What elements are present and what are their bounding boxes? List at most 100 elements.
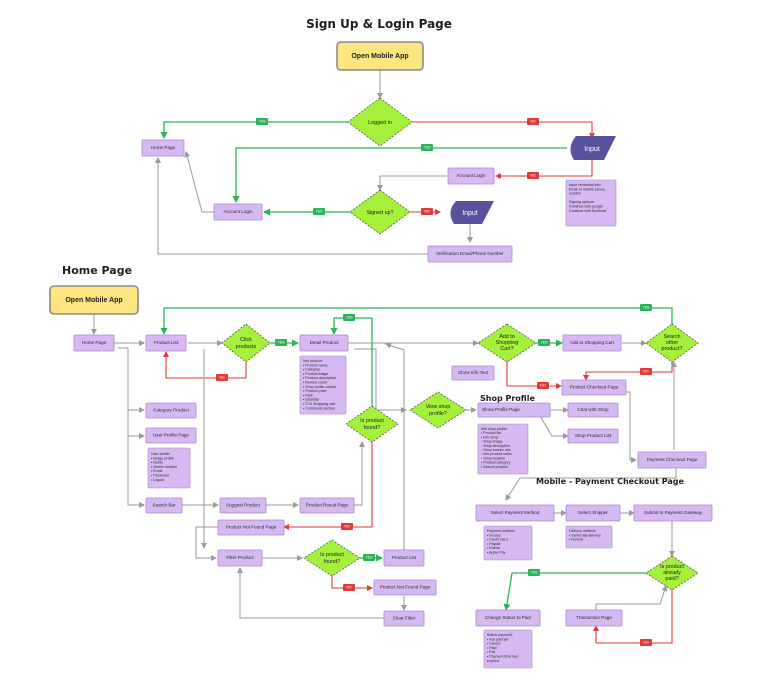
note-line: Input credential info:: [569, 183, 601, 187]
no-label: NO: [341, 523, 353, 530]
svg-text:YES: YES: [365, 555, 373, 559]
svg-text:Signed up?: Signed up?: [366, 210, 393, 216]
note-line: • Paypal: [487, 542, 500, 546]
svg-text:Search Bar: Search Bar: [153, 503, 176, 508]
detail-product-node[interactable]: Detail Product: [299, 334, 349, 352]
note-line: Signing options:: [569, 200, 595, 204]
delivery-method-note: Delivery method:• Same day delivery• Nor…: [565, 525, 613, 549]
svg-text:Show Profile Page: Show Profile Page: [482, 407, 520, 412]
svg-text:Add to Shopping Cart: Add to Shopping Cart: [570, 340, 615, 345]
svg-text:NO: NO: [530, 119, 536, 123]
add-to-cart-node[interactable]: Add to Shopping Cart: [562, 334, 622, 352]
product-list-node[interactable]: Product List: [145, 334, 187, 352]
svg-text:Product Checkout Page: Product Checkout Page: [570, 385, 619, 390]
submit-gateway-node[interactable]: Submit to Payment Gateway: [633, 504, 713, 522]
payment-checkout-node[interactable]: Payment Checkout Page: [637, 451, 707, 469]
note-line: Email or mobile phone: [569, 187, 605, 191]
note-line: • Product list: [481, 431, 501, 435]
svg-text:NO: NO: [346, 585, 352, 589]
svg-text:Search: Search: [663, 334, 680, 340]
svg-text:YES: YES: [540, 340, 548, 344]
change-status-node[interactable]: Change Status to Paid: [475, 609, 541, 627]
transaction-page-node[interactable]: Transaction Page: [565, 609, 623, 627]
home-page-node[interactable]: Home Page: [141, 139, 185, 157]
account-login-node[interactable]: Account Login: [447, 167, 495, 185]
account-login-node[interactable]: Account Login: [213, 203, 263, 221]
svg-text:Show Info Text: Show Info Text: [458, 370, 489, 375]
note-line: • CTA Shopping cart: [303, 402, 335, 406]
shop-profile-title: Shop Profile: [480, 394, 535, 403]
svg-text:NO: NO: [219, 375, 225, 379]
info-shop-note: Info shop profile:• Product list• Info s…: [477, 423, 529, 475]
product-checkout-node[interactable]: Product Checkout Page: [561, 379, 627, 396]
svg-text:Product Result Page: Product Result Page: [306, 503, 349, 508]
product-result-node[interactable]: Product Result Page: [299, 497, 355, 514]
note-line: • Quantity: [303, 398, 319, 402]
search-bar-node[interactable]: Search Bar: [145, 497, 183, 514]
yes-label: YES: [538, 339, 550, 346]
verification-node[interactable]: Verification Email/Phone Number: [427, 245, 513, 263]
svg-text:YES: YES: [277, 340, 285, 344]
status-payment-note: Status payment:• Not paid yet• Cancel• P…: [483, 629, 533, 669]
filter-product-node[interactable]: Filter Product: [217, 549, 263, 567]
yes-label: YES: [421, 144, 433, 151]
input-credential-note: Input credential info:Email or mobile ph…: [565, 179, 617, 227]
svg-text:Verification Email/Phone Numbe: Verification Email/Phone Number: [436, 251, 504, 256]
note-line: • Product name: [303, 363, 328, 367]
note-line: • Fail: [487, 650, 495, 654]
svg-text:NO: NO: [530, 173, 536, 177]
category-product-node[interactable]: Category Product: [145, 402, 197, 419]
logged-in-decision[interactable]: Logged in: [347, 97, 413, 147]
note-line: number: [569, 192, 582, 196]
note-line: User profile:: [151, 452, 170, 456]
input-node[interactable]: Input: [570, 136, 616, 160]
select-payment-node[interactable]: Select Payment Method: [475, 504, 555, 522]
home-page-node[interactable]: Home Page: [73, 334, 115, 352]
svg-text:NO: NO: [643, 640, 649, 644]
no-label: NO: [527, 118, 539, 125]
user-profile-page-node[interactable]: User Profile Page: [145, 427, 197, 444]
chat-with-shop-node[interactable]: Chat with Shop: [567, 402, 619, 418]
note-line: • Mobile number: [151, 465, 178, 469]
signed-up-decision[interactable]: Signed up?: [349, 189, 411, 235]
note-line: • Category: [303, 368, 320, 372]
yes-label: YES: [256, 118, 268, 125]
svg-text:Input: Input: [584, 146, 600, 153]
show-profile-page-node[interactable]: Show Profile Page: [477, 402, 551, 418]
product-list-node[interactable]: Product List: [383, 549, 425, 567]
note-line: Info shop profile:: [481, 427, 508, 431]
svg-text:Open Mobile App: Open Mobile App: [351, 53, 408, 60]
svg-text:profile?: profile?: [429, 411, 447, 417]
open-app-node[interactable]: Open Mobile App: [49, 285, 139, 315]
product-not-found-node[interactable]: Product Not Found Page: [373, 579, 437, 596]
note-line: • Product description: [303, 376, 336, 380]
open-app-node[interactable]: Open Mobile App: [336, 41, 424, 71]
svg-text:found?: found?: [324, 559, 341, 565]
svg-text:View shop: View shop: [426, 404, 451, 410]
show-info-text-node[interactable]: Show Info Text: [451, 365, 495, 381]
select-shipper-node[interactable]: Select Shipper: [565, 504, 621, 522]
shop-product-list-node[interactable]: Shop Product List: [567, 428, 619, 444]
suggest-product-node[interactable]: Suggest Product: [219, 497, 267, 514]
note-line: Delivery method:: [569, 529, 596, 533]
note-line: ◦ Shop location: [481, 456, 505, 460]
svg-text:Product Not Found Page: Product Not Found Page: [380, 585, 431, 590]
note-line: • Search product: [481, 465, 508, 469]
svg-text:Clear Filter: Clear Filter: [393, 616, 416, 621]
note-line: • Paid: [487, 646, 496, 650]
svg-text:Select Payment Method: Select Payment Method: [491, 510, 540, 515]
note-line: • Payment time has: [487, 655, 518, 659]
edge-labels: YES NO YES NO YES NO NO YES YES YES NO Y…: [216, 118, 652, 646]
svg-text:Shopping: Shopping: [496, 340, 519, 346]
clear-filter-node[interactable]: Clear Filter: [383, 610, 425, 627]
product-not-found-node[interactable]: Product Not Found Page: [217, 519, 285, 536]
note-line: • Shop profile vendor: [303, 385, 337, 389]
input-node[interactable]: Input: [450, 201, 494, 224]
